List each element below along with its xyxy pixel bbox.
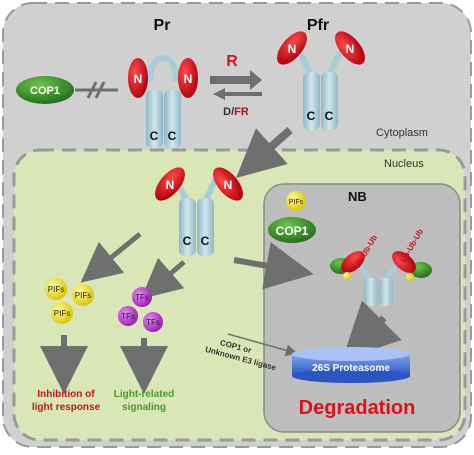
- pifs-ball-2: [72, 284, 94, 306]
- pfr-body-right: [321, 72, 338, 130]
- pr-phytochrome: N N C C: [128, 54, 198, 148]
- r-forward-arrow: [210, 70, 262, 90]
- pifs-label-2: PIFs: [75, 291, 91, 300]
- tfs-label-2: TFs: [121, 312, 135, 321]
- pr-backbone: [147, 54, 179, 83]
- pfr-n-right: N: [346, 42, 355, 56]
- pfr-body-left: [303, 72, 320, 130]
- pfr-n-domain-right: [335, 31, 365, 65]
- inhibition-label-line1: Inhibition of: [37, 389, 95, 400]
- arrow-to-pifs: [80, 232, 142, 283]
- npfr-arm-right: [203, 176, 219, 202]
- npfr-c-left: C: [183, 234, 192, 248]
- pifs-ball-3: [51, 302, 73, 324]
- nuclear-pfr: N N C C: [155, 167, 243, 256]
- pfr-arm-left: [297, 50, 313, 76]
- block-mark-2: [94, 81, 106, 99]
- nucleus-label: Nucleus: [384, 158, 424, 170]
- tfs-label-3: TFs: [146, 318, 160, 327]
- upfr-n-domain-right: [392, 251, 416, 273]
- pr-n-domain-right: [178, 58, 198, 98]
- r-label: R: [226, 53, 238, 70]
- pfr-phytochrome: N N C C: [277, 31, 365, 130]
- fr-label: FR: [234, 106, 249, 118]
- pr-n-left: N: [134, 72, 143, 86]
- upfr-n-domain-left: [341, 251, 365, 273]
- pr-body-right: [164, 90, 181, 148]
- slash-label: /: [231, 106, 234, 118]
- npfr-c-right: C: [201, 234, 210, 248]
- inhibition-label-line2: light response: [32, 402, 101, 413]
- upfr-yellow-right: [406, 273, 414, 281]
- pfr-n-domain-left: [277, 31, 307, 65]
- arrow-to-tfs: [140, 257, 186, 300]
- pifs-label-3: PIFs: [54, 309, 70, 318]
- pr-n-domain-left: [128, 58, 148, 98]
- d-label: D: [223, 106, 231, 118]
- npfr-body-right: [197, 198, 214, 256]
- tfs-ball-1: [132, 287, 152, 307]
- pfr-n-left: N: [288, 42, 297, 56]
- pr-body-left: [146, 90, 163, 148]
- pifs-label-1: PIFs: [48, 285, 64, 294]
- pr-n-right: N: [184, 72, 193, 86]
- nb-label: NB: [348, 189, 367, 204]
- cop1-cytoplasm-label: COP1: [30, 85, 60, 97]
- dfr-reverse-arrow: [213, 88, 262, 100]
- tfs-cluster: TFs TFs TFs: [118, 287, 163, 332]
- tfs-ball-3: [143, 312, 163, 332]
- tfs-label-1: TFs: [135, 293, 149, 302]
- cop1-nb-label: COP1: [276, 224, 309, 238]
- proteasome-label: 26S Proteasome: [312, 363, 390, 374]
- pfr-label: Pfr: [307, 17, 329, 34]
- cop1-cytoplasm: [16, 76, 74, 104]
- proteasome: 26S Proteasome: [292, 347, 410, 383]
- upfr-body-left: [364, 278, 378, 306]
- pr-c-left: C: [150, 129, 159, 143]
- nb-pifs-ball: [286, 191, 306, 211]
- light-signaling-line1: Light-related: [114, 389, 175, 400]
- arrow-to-proteasome: [342, 300, 402, 360]
- proteasome-bottom: [292, 369, 410, 383]
- cytoplasm-label: Cytoplasm: [376, 127, 428, 139]
- pfr-arm-right: [327, 50, 343, 76]
- dfr-label: D/FR: [223, 106, 249, 118]
- npfr-n-right: N: [224, 178, 233, 192]
- e3-ligase-arrow: [227, 333, 298, 357]
- degradation-label: Degradation: [299, 397, 416, 419]
- npfr-n-domain-right: [213, 167, 243, 201]
- proteasome-top: [292, 347, 410, 361]
- pr-label: Pr: [154, 17, 171, 34]
- npfr-n-domain-left: [155, 167, 185, 201]
- block-mark-1: [86, 81, 98, 99]
- cop1-nb: [268, 217, 316, 243]
- nuclear-import-arrow: [236, 127, 293, 178]
- npfr-body-left: [179, 198, 196, 256]
- pr-c-right: C: [168, 129, 177, 143]
- upfr-body-right: [379, 278, 393, 306]
- pfr-c-left: C: [307, 109, 316, 123]
- pfr-c-right: C: [325, 109, 334, 123]
- npfr-n-left: N: [166, 178, 175, 192]
- arrow-to-nb: [233, 242, 314, 290]
- tfs-ball-2: [118, 306, 138, 326]
- pifs-ball-1: [45, 278, 67, 300]
- nb-pifs-label: PIFs: [289, 199, 304, 206]
- pifs-cluster: PIFs PIFs PIFs: [45, 278, 94, 324]
- light-signaling-line2: signaling: [122, 402, 166, 413]
- upfr-yellow-left: [343, 272, 351, 280]
